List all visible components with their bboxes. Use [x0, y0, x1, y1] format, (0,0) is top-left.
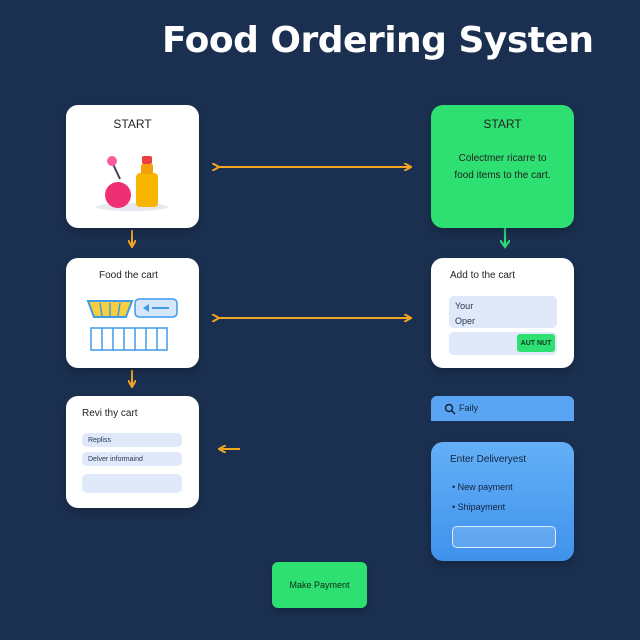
make-payment-button[interactable]: Make Payment — [272, 562, 367, 608]
order-details-field[interactable]: Your Oper — [449, 296, 557, 328]
review-field-delivery-info[interactable]: Delver informaind — [82, 452, 182, 466]
add-to-cart-label: Add to the cart — [450, 270, 516, 281]
review-field-empty[interactable] — [82, 474, 182, 493]
review-cart-label: Revi thy cart — [82, 408, 138, 419]
delivery-label: Enter Deliveryest — [450, 454, 527, 465]
delivery-node: Enter Deliveryest • New payment • Shipay… — [431, 442, 574, 561]
order-field-line2: Oper — [455, 316, 476, 326]
basket-icon — [86, 300, 134, 318]
start-label-right: START — [483, 117, 522, 131]
grid-icon — [90, 327, 168, 351]
delivery-option-new-payment[interactable]: • New payment — [452, 482, 513, 492]
review-field-replies[interactable]: Repliss — [82, 433, 182, 447]
delivery-input[interactable] — [452, 526, 556, 548]
food-cart-node: Food the cart — [66, 258, 199, 368]
start-label-left: START — [113, 117, 152, 131]
start-description-line1: Colectmer ricarre to — [458, 153, 547, 164]
search-bar[interactable]: Faily — [431, 396, 574, 421]
delivery-option-shipayment[interactable]: • Shipayment — [452, 502, 506, 512]
add-to-cart-button[interactable]: AUT NUT — [517, 334, 555, 352]
search-text: Faily — [459, 403, 479, 413]
make-payment-label: Make Payment — [289, 580, 350, 590]
review-cart-node: Revi thy cart Repliss Delver informaind — [66, 396, 199, 508]
start-node-left: START — [66, 105, 199, 228]
back-arrow-button-icon — [134, 298, 178, 318]
add-to-cart-node: Add to the cart Your Oper AUT NUT — [431, 258, 574, 368]
order-field-line1: Your — [455, 301, 474, 311]
start-node-right: START Colectmer ricarre to food items to… — [431, 105, 574, 228]
food-cart-label: Food the cart — [99, 270, 158, 281]
start-description-line2: food items to the cart. — [454, 170, 551, 181]
food-icon — [96, 156, 168, 211]
search-icon — [444, 403, 456, 415]
diagram-title: Food Ordering Systen — [162, 20, 594, 61]
